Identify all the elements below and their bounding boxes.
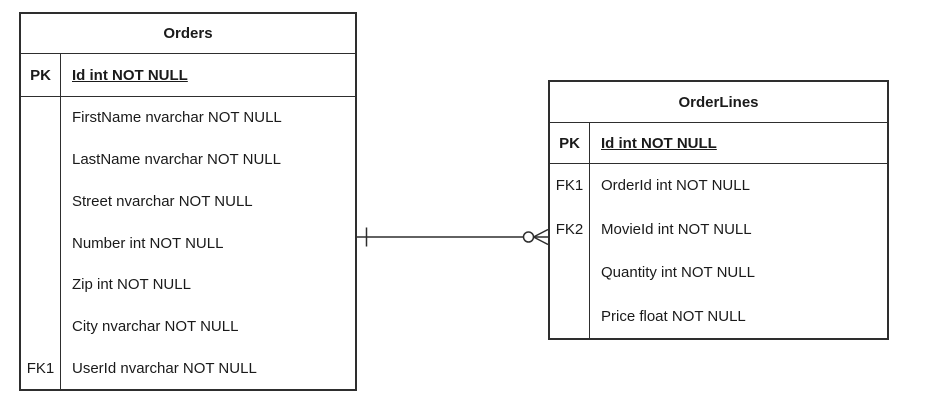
table-title-orderlines: OrderLines — [550, 82, 887, 123]
key-cell — [21, 180, 61, 223]
pk-attribute-cell: Id int NOT NULL — [72, 66, 188, 84]
table-row: Quantity int NOT NULL — [550, 251, 887, 295]
attribute-cell: Street nvarchar NOT NULL — [72, 192, 253, 210]
table-row: FK2 MovieId int NOT NULL — [550, 207, 887, 251]
key-cell — [21, 222, 61, 264]
attribute-cell: FirstName nvarchar NOT NULL — [72, 109, 282, 127]
crow-foot-upper-icon — [533, 228, 549, 238]
table-row: Price float NOT NULL — [550, 294, 887, 338]
table-row: FirstName nvarchar NOT NULL — [21, 97, 355, 139]
table-row: Zip int NOT NULL — [21, 263, 355, 306]
table-row: Number int NOT NULL — [21, 222, 355, 264]
pk-key-cell: PK — [550, 123, 590, 163]
attribute-cell: Zip int NOT NULL — [72, 276, 191, 294]
crow-foot-lower-icon — [533, 236, 549, 246]
key-cell: FK1 — [550, 164, 590, 208]
key-cell — [21, 138, 61, 181]
attribute-cell: City nvarchar NOT NULL — [72, 317, 239, 335]
table-row: FK1 UserId nvarchar NOT NULL — [21, 347, 355, 390]
attribute-cell: LastName nvarchar NOT NULL — [72, 151, 281, 169]
key-cell — [550, 294, 590, 338]
table-orderlines[interactable]: OrderLines PK Id int NOT NULL FK1 OrderI… — [548, 80, 889, 340]
pk-attribute-cell: Id int NOT NULL — [601, 134, 717, 152]
table-row: City nvarchar NOT NULL — [21, 305, 355, 348]
pk-row: PK Id int NOT NULL — [550, 123, 887, 164]
key-cell — [21, 305, 61, 348]
key-cell — [550, 251, 590, 295]
table-row: FK1 OrderId int NOT NULL — [550, 164, 887, 208]
attribute-cell: Price float NOT NULL — [601, 307, 746, 325]
table-row: Street nvarchar NOT NULL — [21, 180, 355, 223]
attribute-cell: Number int NOT NULL — [72, 234, 224, 252]
key-cell: FK2 — [550, 207, 590, 251]
key-cell: FK1 — [21, 347, 61, 390]
table-orders[interactable]: Orders PK Id int NOT NULL FirstName nvar… — [19, 12, 357, 391]
attribute-cell: Quantity int NOT NULL — [601, 264, 755, 282]
table-title-orders: Orders — [21, 14, 355, 54]
table-row: LastName nvarchar NOT NULL — [21, 138, 355, 181]
key-cell — [21, 263, 61, 306]
table-body: FK1 OrderId int NOT NULL FK2 MovieId int… — [550, 164, 887, 338]
attribute-cell: UserId nvarchar NOT NULL — [72, 359, 257, 377]
pk-key-cell: PK — [21, 54, 61, 96]
table-body: FirstName nvarchar NOT NULL LastName nva… — [21, 97, 355, 390]
attribute-cell: OrderId int NOT NULL — [601, 177, 750, 195]
pk-row: PK Id int NOT NULL — [21, 54, 355, 97]
zero-circle-icon — [522, 231, 535, 243]
attribute-cell: MovieId int NOT NULL — [601, 220, 752, 238]
key-cell — [21, 97, 61, 139]
